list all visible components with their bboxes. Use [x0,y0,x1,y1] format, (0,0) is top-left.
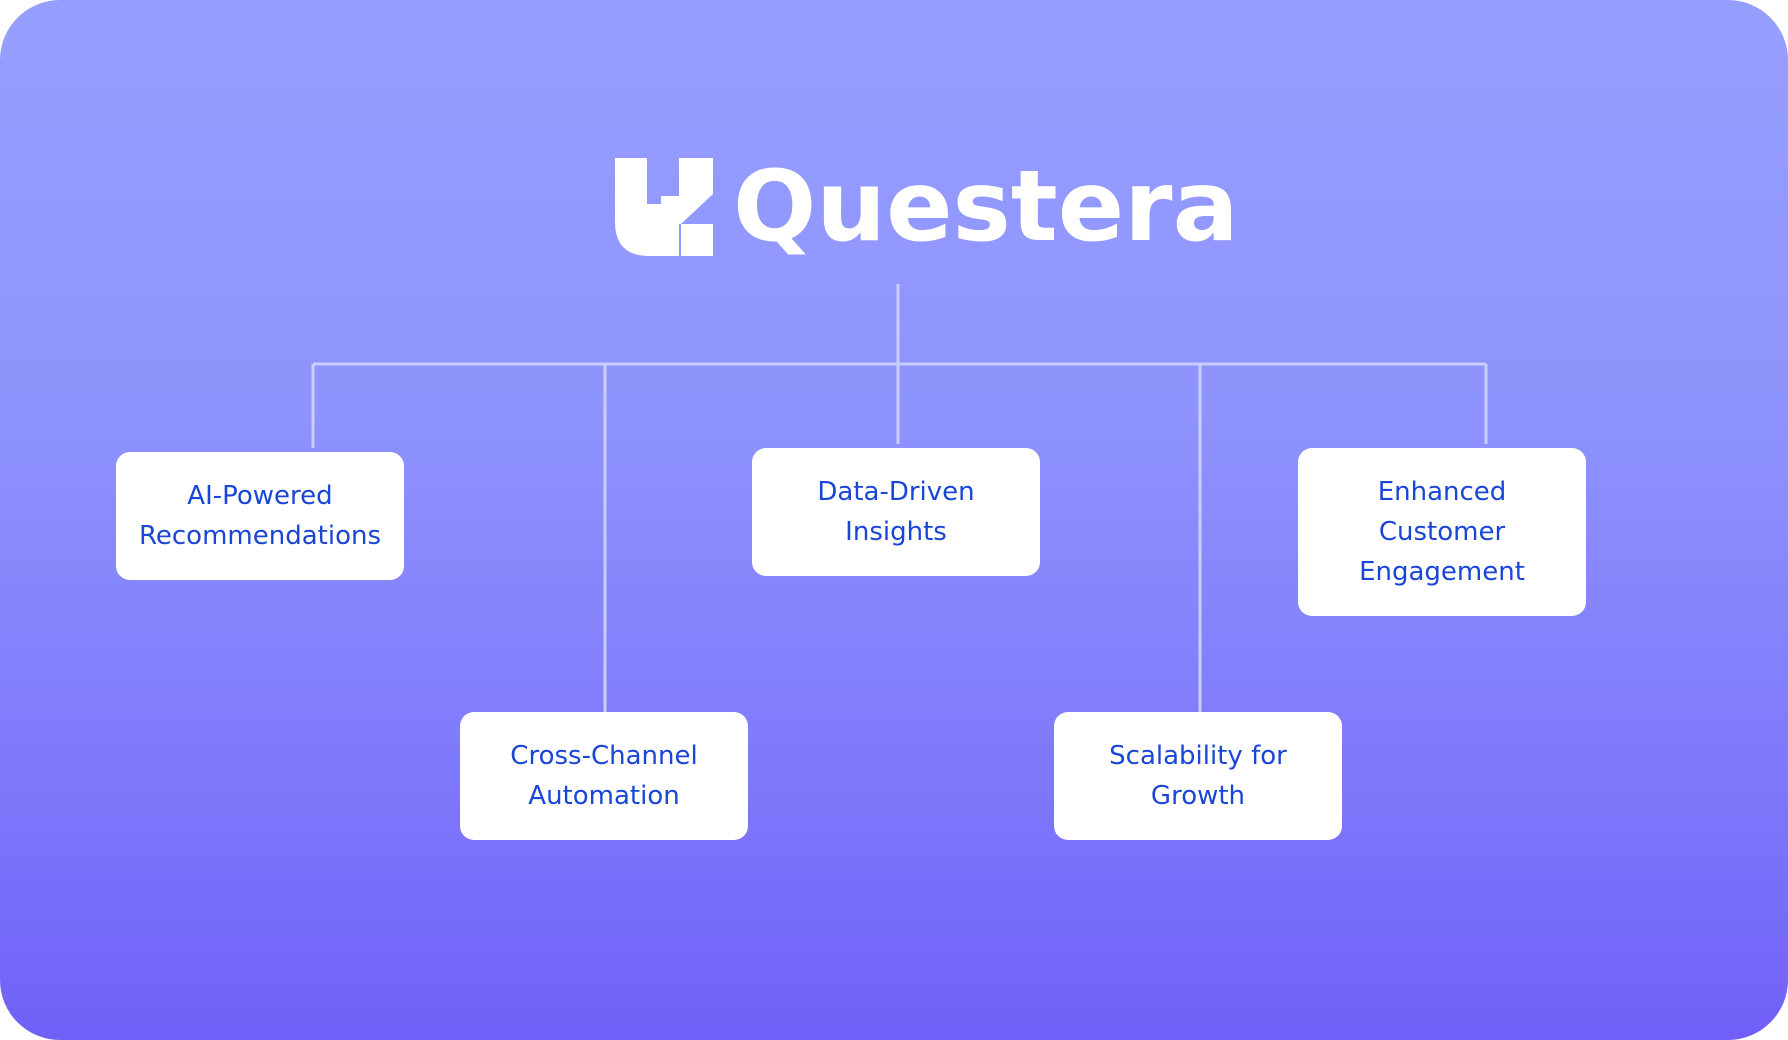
questera-logo-mark-icon [615,158,713,256]
feature-label: Scalability for Growth [1109,741,1287,811]
feature-node-cross-channel-automation: Cross-Channel Automation [460,712,748,840]
feature-label: AI-Powered Recommendations [138,481,381,551]
brand-name: Questera [733,150,1239,264]
questera-logo: Questera [615,157,1239,257]
feature-node-enhanced-customer-engagement: Enhanced Customer Engagement [1298,448,1586,616]
feature-label: Enhanced Customer Engagement [1359,477,1525,587]
feature-label: Data-Driven Insights [817,477,975,547]
feature-node-ai-powered-recommendations: AI-Powered Recommendations [116,452,404,580]
feature-label: Cross-Channel Automation [510,741,698,811]
feature-node-data-driven-insights: Data-Driven Insights [752,448,1040,576]
feature-node-scalability-for-growth: Scalability for Growth [1054,712,1342,840]
